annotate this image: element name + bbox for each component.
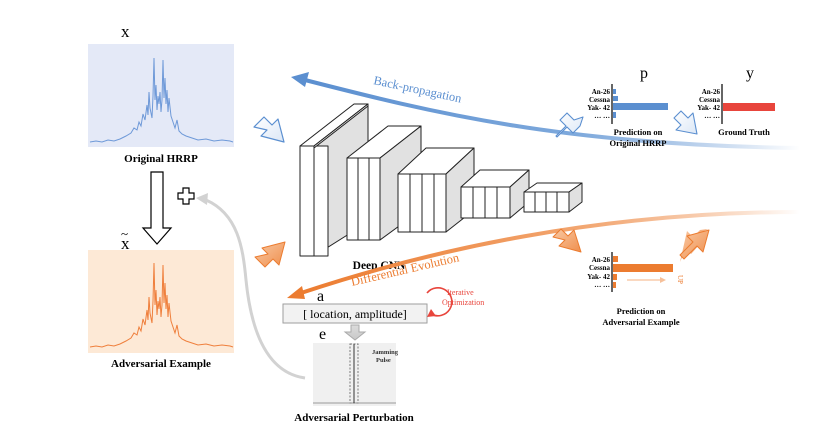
pred-orig-bar-other [613,112,616,118]
pred-orig-class-3: … … [594,112,610,120]
up-label: UP [676,275,684,284]
pred-adv-bar-other [613,282,616,288]
add-down-arrow [141,171,173,245]
cnn-block-1 [299,103,369,257]
input-arrow-orange [254,241,286,268]
pred-adv-label-line2: Adversarial Example [602,317,679,327]
pred-orig-label-line2: Original HRRP [610,138,667,148]
parameter-box [282,303,428,324]
p-symbol: p [640,65,648,82]
to-prediction-arrow-blue [555,112,584,138]
jamming-label-line2: Pulse [376,357,391,364]
pred-adv-class-2: Yak- 42 [587,273,610,281]
feedback-arrowhead [196,193,208,205]
pred-orig-class-1: Cessna [589,96,611,104]
adversarial-example-background [88,250,234,353]
pred-adv-class-3: … … [594,281,610,289]
to-ground-truth-arrow [673,110,698,135]
x-symbol: x [121,22,130,41]
pred-orig-class-2: Yak- 42 [587,104,610,112]
prediction-original-chart: p An-26 Cessna Yak- 42 … … Prediction on… [587,65,668,148]
pred-orig-class-0: An-26 [592,88,611,96]
pred-adv-bar-yak42 [613,274,617,280]
x-tilde-symbol: x [121,234,130,253]
prediction-adversarial-chart: UP An-26 Cessna Yak- 42 … … Prediction o… [587,252,684,327]
pred-adv-label-line1: Prediction on [617,306,666,316]
iterative-loop-arrowhead [427,309,436,317]
deep-cnn [299,103,583,257]
plus-icon [177,187,195,205]
a-symbol: a [317,288,324,305]
iterative-label-line2: Optimization [442,298,484,307]
deep-cnn-label: Deep CNN [353,260,406,272]
cnn-block-3 [397,147,475,233]
adversarial-example-label: Adversarial Example [111,358,211,370]
pred-orig-bar-an26 [613,89,616,94]
jamming-label-line1: Jamming [372,349,399,356]
adversarial-example-panel: x ~ Adversarial Example [88,226,234,370]
pred-orig-label-line1: Prediction on [614,127,663,137]
input-arrow-blue [253,116,285,143]
adversarial-example-signal [89,262,234,348]
ground-truth-label: Ground Truth [718,127,770,137]
gt-class-2: Yak- 42 [697,104,720,112]
original-hrrp-panel: x Original HRRP [88,22,234,165]
original-hrrp-signal [89,57,234,143]
cnn-block-5 [523,182,583,213]
y-symbol: y [746,65,754,82]
gt-class-0: An-26 [702,88,721,96]
up-indicator-arrowhead [660,277,666,283]
iterative-loop-icon [426,287,453,317]
pred-orig-bar-yak42 [613,103,668,110]
adversarial-perturbation-panel: Jamming Pulse Adversarial Perturbation [294,343,414,424]
back-propagation-arrowhead [291,72,309,87]
pred-adv-bar-an26 [613,256,618,262]
pred-adv-bar-cessna [613,264,673,272]
parameter-box-text: [ location, amplitude] [303,307,407,321]
e-symbol: e [319,326,326,343]
pred-adv-class-0: An-26 [592,256,611,264]
to-prediction-arrow-orange [552,228,582,253]
gt-class-3: … … [704,112,720,120]
pred-orig-bar-cessna [613,96,618,101]
perturbation-down-arrow [343,324,367,341]
from-prediction-arrow-orange-outline [679,229,710,260]
tilde-mark: ~ [121,226,128,241]
ground-truth-bar-yak42 [723,103,775,111]
ground-truth-chart: y An-26 Cessna Yak- 42 … … Ground Truth [697,65,775,137]
gt-class-1: Cessna [699,96,721,104]
adversarial-perturbation-label: Adversarial Perturbation [294,412,413,424]
original-hrrp-label: Original HRRP [124,153,198,165]
back-propagation-curve [304,78,801,150]
pred-adv-class-1: Cessna [589,264,611,272]
differential-evolution-curve [300,210,801,295]
differential-evolution-arrowhead [287,286,305,299]
iterative-label-line1: Iterative [447,288,474,297]
original-hrrp-background [88,44,234,147]
feedback-curve [205,198,306,380]
